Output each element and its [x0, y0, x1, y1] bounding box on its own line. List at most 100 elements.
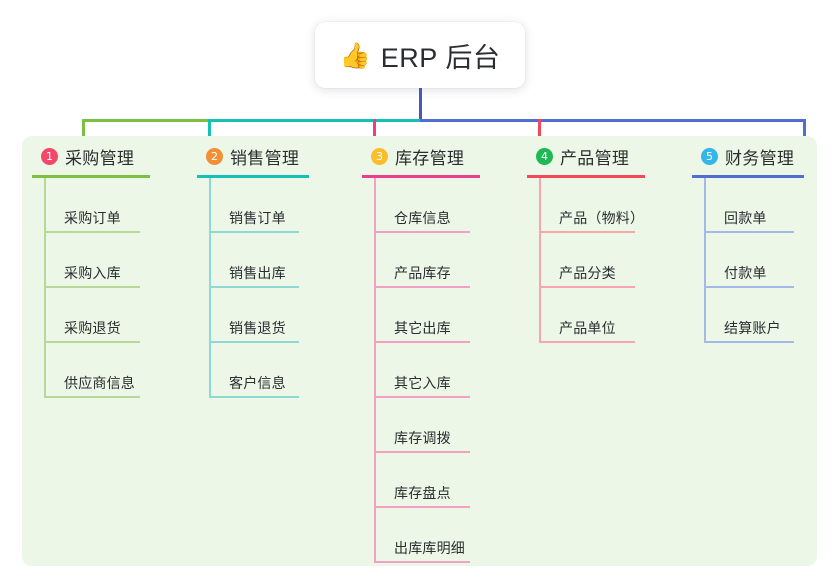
branch-badge-2: 2	[206, 147, 223, 165]
branch-title-2: 销售管理	[230, 148, 300, 168]
branch-item[interactable]: 付款单	[704, 233, 804, 288]
branch-item[interactable]: 销售订单	[209, 178, 309, 233]
branch-item[interactable]: 库存调拨	[374, 398, 480, 453]
root-node[interactable]: 👍 ERP 后台	[315, 22, 525, 88]
branch-item-label: 其它入库	[394, 375, 451, 391]
branch-item[interactable]: 回款单	[704, 178, 804, 233]
branch-item[interactable]: 产品库存	[374, 233, 480, 288]
drop-line-3	[373, 119, 376, 143]
branch-item[interactable]: 销售退货	[209, 288, 309, 343]
branch-column-5: 5 财务管理回款单付款单结算账户	[692, 143, 804, 343]
branch-item-rule	[209, 396, 299, 398]
branch-item-label: 销售退货	[229, 320, 286, 336]
branch-item-rule	[539, 231, 635, 233]
drop-line-4	[538, 119, 541, 143]
branch-item-rule	[374, 506, 470, 508]
branch-item-rule	[374, 286, 470, 288]
branch-item-label: 供应商信息	[64, 375, 135, 391]
branch-item[interactable]: 库存盘点	[374, 453, 480, 508]
branch-header-rule-2	[197, 175, 309, 178]
branch-header-1[interactable]: 1 采购管理	[32, 143, 150, 169]
branch-item[interactable]: 结算账户	[704, 288, 804, 343]
bar-segment-1	[82, 119, 209, 122]
branch-item[interactable]: 销售出库	[209, 233, 309, 288]
branch-header-rule-5	[692, 175, 804, 178]
branch-column-2: 2 销售管理销售订单销售出库销售退货客户信息	[197, 143, 309, 398]
branch-spine-2	[209, 178, 211, 398]
branch-item-label: 采购订单	[64, 210, 121, 226]
branch-item-rule	[209, 341, 299, 343]
drop-line-1	[82, 119, 85, 143]
branch-item[interactable]: 出库库明细	[374, 508, 480, 563]
branch-spine-1	[44, 178, 46, 398]
branch-item-rule	[209, 286, 299, 288]
branch-item-rule	[539, 286, 635, 288]
branch-item[interactable]: 产品单位	[539, 288, 645, 343]
branch-item-list-3: 仓库信息产品库存其它出库其它入库库存调拨库存盘点出库库明细	[362, 178, 480, 563]
branch-header-5[interactable]: 5 财务管理	[692, 143, 804, 169]
branch-spine-3	[374, 178, 376, 563]
branch-item-rule	[44, 396, 140, 398]
drop-line-5	[803, 119, 806, 143]
branch-item-label: 产品单位	[559, 320, 616, 336]
branch-title-4: 产品管理	[560, 148, 630, 168]
branch-title-5: 财务管理	[725, 148, 795, 168]
branch-item-label: 客户信息	[229, 375, 286, 391]
branch-item-rule	[44, 286, 140, 288]
branch-item-rule	[374, 231, 470, 233]
root-title: ERP 后台	[380, 42, 501, 73]
branch-item-label: 采购入库	[64, 265, 121, 281]
branch-item-rule	[539, 341, 635, 343]
branch-item-rule	[209, 231, 299, 233]
branch-item-label: 出库库明细	[394, 540, 465, 556]
bar-segment-2	[209, 119, 420, 122]
branch-item-list-1: 采购订单采购入库采购退货供应商信息	[32, 178, 150, 398]
thumbs-up-icon: 👍	[339, 40, 371, 70]
branch-item-label: 库存盘点	[394, 485, 451, 501]
branch-badge-1: 1	[41, 147, 58, 165]
branch-header-rule-4	[527, 175, 645, 178]
branch-column-4: 4 产品管理产品（物料） 产品分类产品单位	[527, 143, 645, 343]
branch-item-label: 产品库存	[394, 265, 451, 281]
branch-item[interactable]: 其它出库	[374, 288, 480, 343]
branch-item-rule	[704, 286, 794, 288]
branch-item-rule	[704, 231, 794, 233]
bar-segment-3	[420, 119, 806, 122]
branch-item-rule	[374, 451, 470, 453]
branch-item-rule	[44, 341, 140, 343]
drop-line-2	[208, 119, 211, 143]
branch-item-label: 产品（物料）	[559, 210, 645, 226]
branch-spine-4	[539, 178, 541, 343]
branch-item[interactable]: 采购订单	[44, 178, 150, 233]
branch-item-label: 其它出库	[394, 320, 451, 336]
branch-item-label: 采购退货	[64, 320, 121, 336]
branch-item-list-2: 销售订单销售出库销售退货客户信息	[197, 178, 309, 398]
branch-item-list-4: 产品（物料） 产品分类产品单位	[527, 178, 645, 343]
root-stem	[419, 88, 422, 122]
branch-item-rule	[374, 561, 470, 563]
branch-header-2[interactable]: 2 销售管理	[197, 143, 309, 169]
branch-item[interactable]: 产品分类	[539, 233, 645, 288]
branch-column-1: 1 采购管理采购订单采购入库采购退货供应商信息	[32, 143, 150, 398]
branch-item[interactable]: 供应商信息	[44, 343, 150, 398]
branch-item-rule	[374, 396, 470, 398]
branch-item-label: 产品分类	[559, 265, 616, 281]
branch-item-list-5: 回款单付款单结算账户	[692, 178, 804, 343]
branch-item[interactable]: 其它入库	[374, 343, 480, 398]
branch-item[interactable]: 客户信息	[209, 343, 309, 398]
branch-header-4[interactable]: 4 产品管理	[527, 143, 645, 169]
branch-item-rule	[704, 341, 794, 343]
branch-badge-4: 4	[536, 147, 553, 165]
branch-badge-5: 5	[701, 147, 718, 165]
branch-title-1: 采购管理	[65, 148, 135, 168]
branch-item[interactable]: 采购退货	[44, 288, 150, 343]
branch-item-label: 结算账户	[724, 320, 781, 336]
branch-header-rule-3	[362, 175, 480, 178]
branch-item-rule	[44, 231, 140, 233]
branch-item[interactable]: 产品（物料）	[539, 178, 645, 233]
branch-item[interactable]: 仓库信息	[374, 178, 480, 233]
branch-item[interactable]: 采购入库	[44, 233, 150, 288]
